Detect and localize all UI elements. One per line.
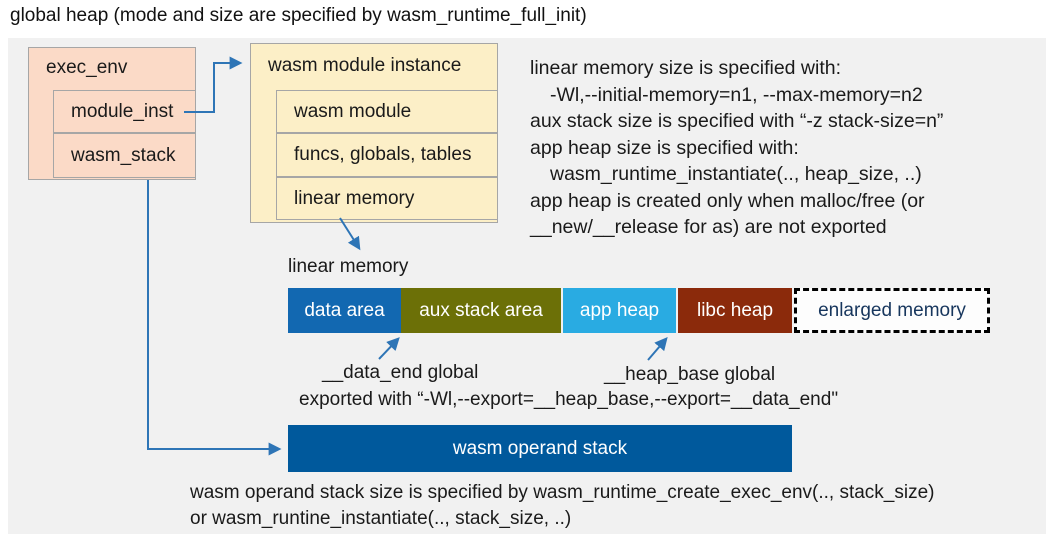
module-inst-label: module_inst bbox=[71, 100, 174, 122]
exec-env-label: exec_env bbox=[46, 57, 128, 78]
note-line: aux stack size is specified with “-z sta… bbox=[530, 110, 944, 132]
wasm-operand-stack-label: wasm operand stack bbox=[452, 437, 628, 459]
funcs-globals-tables-box: funcs, globals, tables bbox=[276, 133, 498, 177]
segment-enlarged-memory-label: enlarged memory bbox=[818, 299, 966, 321]
note-line: -Wl,--initial-memory=n1, --max-memory=n2 bbox=[550, 83, 923, 106]
linear-memory-cell-box: linear memory bbox=[276, 177, 498, 220]
note-line: wasm operand stack size is specified by … bbox=[190, 482, 935, 503]
data-end-global-label: __data_end global bbox=[322, 362, 479, 383]
segment-libc-heap-label: libc heap bbox=[696, 299, 774, 321]
wasm-stack-label: wasm_stack bbox=[71, 144, 176, 166]
size-notes-block: linear memory size is specified with: -W… bbox=[530, 55, 943, 241]
note-line: app heap size is specified with: bbox=[530, 136, 799, 159]
wasm-operand-stack-bar: wasm operand stack bbox=[288, 425, 792, 472]
note-line: wasm_runtime_instantiate(.., heap_size, … bbox=[550, 163, 922, 185]
segment-app-heap-label: app heap bbox=[579, 299, 660, 321]
wasm-module-label: wasm module bbox=[294, 100, 412, 122]
note-line: app heap is created only when malloc/fre… bbox=[530, 189, 925, 212]
note-line: or wasm_runtine_instantiate(.., stack_si… bbox=[190, 508, 572, 529]
module-inst-box: module_inst bbox=[53, 90, 196, 133]
segment-data-area-label: data area bbox=[304, 299, 385, 321]
page-title: global heap (mode and size are specified… bbox=[10, 5, 587, 26]
wasm-module-instance-label: wasm module instance bbox=[268, 55, 462, 76]
wasm-module-box: wasm module bbox=[276, 90, 498, 133]
segment-app-heap: app heap bbox=[563, 288, 676, 333]
segment-aux-stack-area: aux stack area bbox=[401, 288, 561, 333]
note-line: __new/__release for as) are not exported bbox=[530, 216, 887, 238]
wasm-stack-box: wasm_stack bbox=[53, 133, 196, 178]
export-note: exported with “-Wl,--export=__heap_base,… bbox=[299, 389, 839, 410]
linear-memory-bar-title: linear memory bbox=[288, 256, 409, 277]
funcs-globals-tables-label: funcs, globals, tables bbox=[294, 144, 472, 165]
segment-enlarged-memory: enlarged memory bbox=[794, 288, 990, 333]
segment-aux-stack-area-label: aux stack area bbox=[419, 299, 543, 321]
heap-base-global-label: __heap_base global bbox=[604, 364, 776, 385]
linear-memory-cell-label: linear memory bbox=[294, 187, 415, 209]
segment-data-area: data area bbox=[288, 288, 401, 333]
note-line: linear memory size is specified with: bbox=[530, 57, 842, 79]
segment-libc-heap: libc heap bbox=[678, 288, 792, 333]
operand-stack-notes: wasm operand stack size is specified by … bbox=[190, 480, 935, 532]
